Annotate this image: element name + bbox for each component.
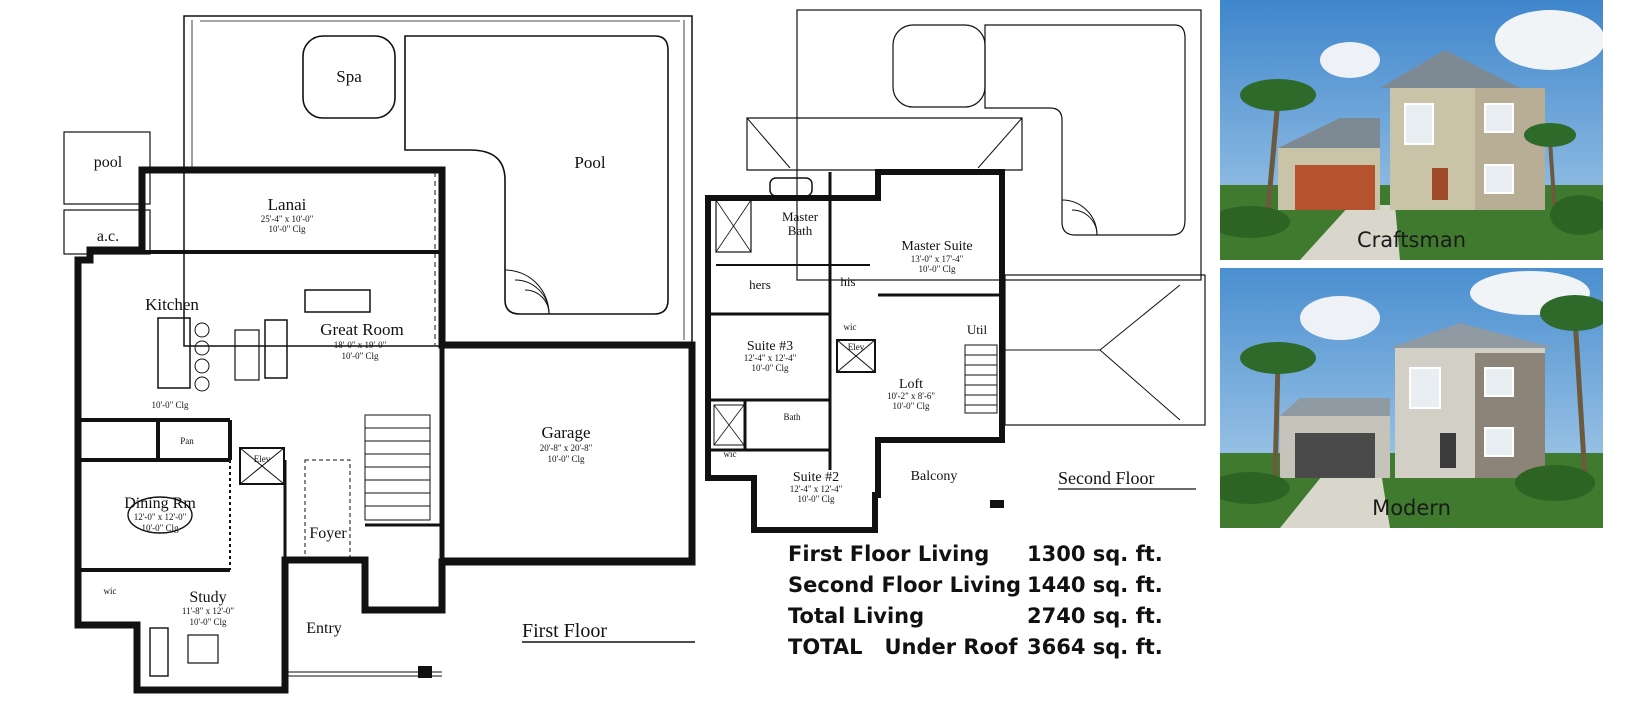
label-great-room-clg: 10'-0" Clg — [341, 351, 379, 361]
label-wic-first: wic — [104, 586, 117, 596]
label-master-bath-2: Bath — [788, 223, 813, 238]
label-study: Study — [189, 589, 226, 606]
label-loft-clg: 10'-0" Clg — [892, 401, 930, 411]
label-pantry: Pan — [180, 436, 194, 446]
label-entry: Entry — [306, 620, 342, 637]
label-suite3-clg: 10'-0" Clg — [751, 363, 789, 373]
label-master-bath-1: Master — [782, 209, 819, 224]
label-dining-dims: 12'-0" x 12'-0" — [134, 512, 187, 522]
label-dining-clg: 10'-0" Clg — [141, 523, 179, 533]
rendering-caption: Modern — [1372, 496, 1451, 520]
label-util: Util — [967, 322, 988, 337]
label-wic-suite2: wic — [724, 449, 737, 459]
pool-deck — [183, 15, 693, 347]
label-loft: Loft — [899, 377, 923, 392]
floor-plans: Spa Pool pool a.c. Lanai 25'-4" x 10'-0"… — [63, 9, 1206, 694]
kitchen-island — [157, 317, 191, 389]
label-suite2-clg: 10'-0" Clg — [797, 494, 835, 504]
label-suite2-dims: 12'-4" x 12'-4" — [790, 484, 843, 494]
label-spa: Spa — [336, 67, 362, 86]
elevator-second-floor — [836, 339, 876, 373]
label-master-suite: Master Suite — [901, 239, 972, 254]
label-balcony: Balcony — [911, 469, 958, 484]
label-great-room-dims: 18'-0" x 19'-0" — [334, 340, 387, 350]
sqft-label: First Floor Living — [788, 541, 990, 566]
first-floor-title: First Floor — [522, 620, 607, 642]
spa — [302, 35, 396, 119]
sqft-label: TOTAL Under Roof — [788, 634, 1018, 659]
dining-table — [127, 496, 193, 534]
sqft-row: Second Floor Living 1440 sq. ft. — [788, 569, 1163, 600]
square-footage-table: First Floor Living 1300 sq. ft. Second F… — [788, 538, 1163, 662]
label-great-room: Great Room — [320, 320, 404, 339]
sofa — [304, 289, 371, 313]
label-master-suite-dims: 13'-0" x 17'-4" — [911, 254, 964, 264]
label-elevator-first: Elev — [254, 454, 271, 464]
label-pool-equipment: pool — [94, 154, 123, 171]
label-loft-dims: 10'-2" x 8'-6" — [887, 391, 935, 401]
label-study-dims: 11'-8" x 12'-0" — [182, 606, 235, 616]
modern-rendering: Modern — [1220, 268, 1603, 528]
sqft-row: Total Living 2740 sq. ft. — [788, 600, 1163, 631]
first-floor-exterior-wall — [74, 166, 696, 694]
label-garage: Garage — [541, 423, 590, 442]
second-floor-plan — [705, 9, 1206, 533]
sqft-label: Total Living — [788, 603, 925, 628]
label-lanai: Lanai — [268, 195, 307, 214]
label-ac: a.c. — [97, 228, 119, 245]
label-bath-second: Bath — [784, 412, 801, 422]
label-elevator-second: Elev — [848, 342, 865, 352]
craftsman-rendering: Craftsman — [1220, 0, 1603, 260]
label-study-clg: 10'-0" Clg — [189, 617, 227, 627]
label-his: his — [840, 274, 855, 289]
first-floor-plan — [63, 15, 696, 694]
label-wic-second: wic — [844, 322, 857, 332]
sqft-value: 3664 sq. ft. — [1027, 634, 1163, 659]
stairs-second-floor — [964, 344, 998, 414]
sqft-value: 1300 sq. ft. — [1027, 541, 1163, 566]
sqft-value: 1440 sq. ft. — [1027, 572, 1163, 597]
label-kitchen: Kitchen — [145, 295, 199, 314]
label-hers: hers — [749, 277, 771, 292]
stairs-first-floor — [364, 414, 431, 521]
foyer-area — [304, 459, 351, 561]
elevator-first-floor — [239, 447, 285, 485]
label-dining: Dining Rm — [124, 495, 196, 512]
rendering-caption: Craftsman — [1357, 228, 1466, 252]
label-foyer: Foyer — [309, 525, 347, 542]
label-kitchen-clg: 10'-0" Clg — [151, 400, 189, 410]
second-floor-title: Second Floor — [1058, 468, 1155, 488]
label-master-suite-clg: 10'-0" Clg — [918, 264, 956, 274]
sqft-value: 2740 sq. ft. — [1027, 603, 1163, 628]
pool — [404, 35, 669, 315]
label-suite3-dims: 12'-4" x 12'-4" — [744, 353, 797, 363]
label-suite3: Suite #3 — [747, 339, 793, 354]
label-lanai-dims: 25'-4" x 10'-0" — [261, 214, 314, 224]
ac-pad — [63, 209, 151, 255]
label-pool: Pool — [574, 153, 605, 172]
label-garage-dims: 20'-8" x 20'-8" — [540, 443, 593, 453]
label-garage-clg: 10'-0" Clg — [547, 454, 585, 464]
label-lanai-clg: 10'-0" Clg — [268, 224, 306, 234]
sqft-label: Second Floor Living — [788, 572, 1022, 597]
sqft-row: TOTAL Under Roof 3664 sq. ft. — [788, 631, 1163, 662]
label-suite2: Suite #2 — [793, 470, 839, 485]
sqft-row: First Floor Living 1300 sq. ft. — [788, 538, 1163, 569]
